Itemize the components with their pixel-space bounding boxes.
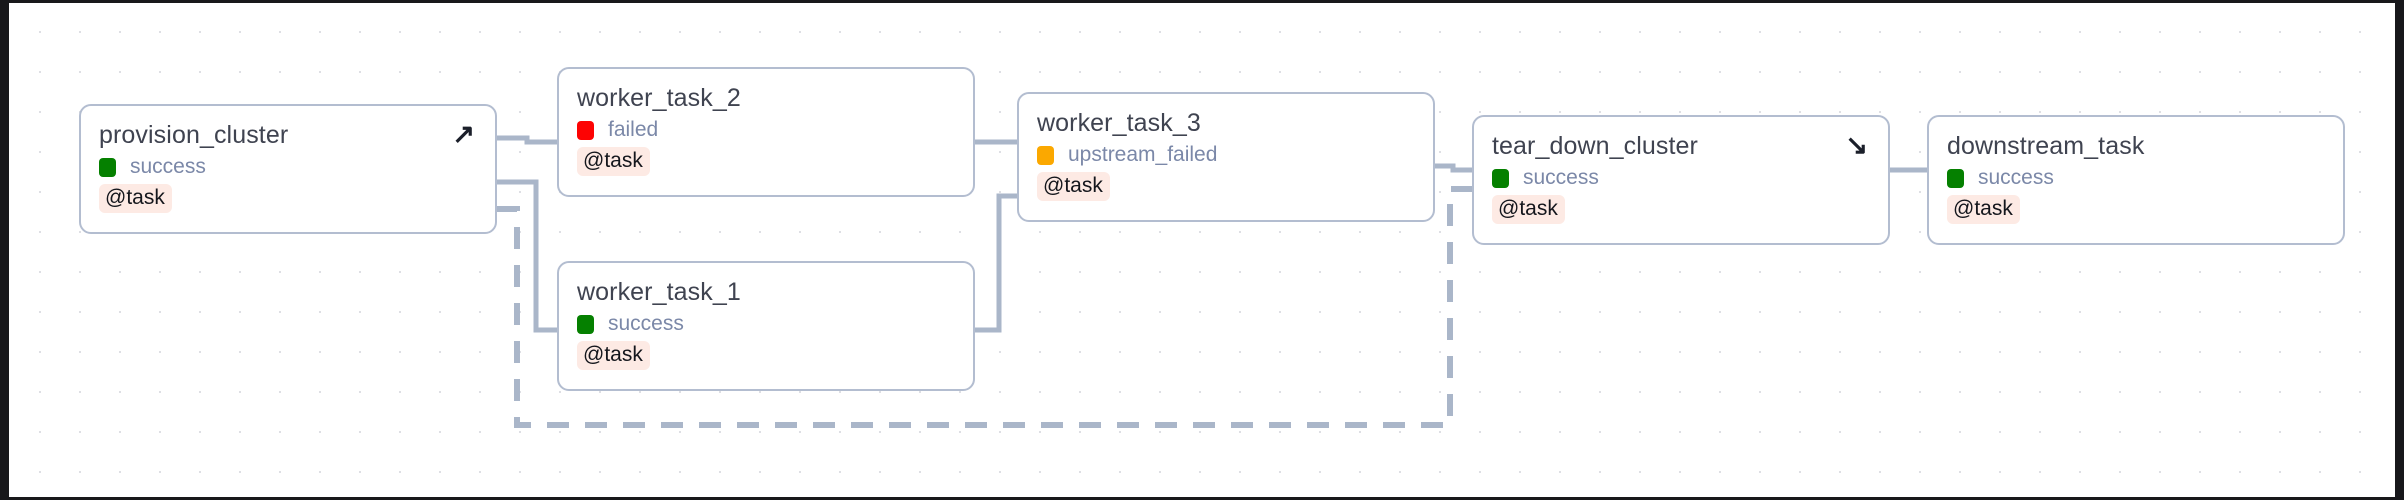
- status-upstream_failed-swatch-icon: [1037, 145, 1054, 165]
- task-tag-row: @task: [1492, 195, 1868, 224]
- task-node-header: downstream_task: [1947, 131, 2323, 161]
- task-operator-badge: @task: [1492, 195, 1565, 224]
- status-success-swatch-icon: [577, 314, 594, 334]
- status-success-swatch-icon: [1947, 168, 1964, 188]
- task-node-header: provision_cluster ↗: [99, 120, 475, 150]
- task-tag-row: @task: [1947, 195, 2323, 224]
- task-operator-badge: @task: [577, 147, 650, 176]
- task-tag-row: @task: [577, 341, 953, 370]
- task-status-row: failed: [577, 118, 953, 142]
- task-node-title: provision_cluster: [99, 121, 289, 149]
- task-operator-badge: @task: [577, 341, 650, 370]
- status-failed-swatch-icon: [577, 120, 594, 140]
- task-status-label: failed: [608, 118, 659, 141]
- task-node-title: worker_task_3: [1037, 109, 1201, 137]
- task-operator-badge: @task: [1037, 172, 1110, 201]
- task-status-row: success: [1492, 166, 1868, 190]
- task-status-label: success: [1978, 166, 2054, 189]
- task-operator-badge: @task: [1947, 195, 2020, 224]
- status-success-swatch-icon: [1492, 168, 1509, 188]
- task-node-tear_down_cluster[interactable]: tear_down_cluster ↘ success @task: [1472, 115, 1890, 245]
- task-node-worker_task_3[interactable]: worker_task_3 upstream_failed @task: [1017, 92, 1435, 222]
- task-status-row: success: [99, 155, 475, 179]
- arrow-down-right-icon[interactable]: ↘: [1845, 130, 1868, 160]
- task-status-label: success: [1523, 166, 1599, 189]
- task-node-header: tear_down_cluster ↘: [1492, 131, 1868, 161]
- task-operator-badge: @task: [99, 184, 172, 213]
- task-status-row: upstream_failed: [1037, 143, 1413, 167]
- task-status-label: success: [608, 312, 684, 335]
- task-node-title: worker_task_2: [577, 84, 741, 112]
- status-success-swatch-icon: [99, 157, 116, 177]
- task-node-provision_cluster[interactable]: provision_cluster ↗ success @task: [79, 104, 497, 234]
- task-node-title: tear_down_cluster: [1492, 132, 1698, 160]
- task-node-title: worker_task_1: [577, 278, 741, 306]
- task-node-header: worker_task_3: [1037, 108, 1413, 138]
- task-status-row: success: [1947, 166, 2323, 190]
- task-status-label: success: [130, 155, 206, 178]
- task-node-title: downstream_task: [1947, 132, 2145, 160]
- task-tag-row: @task: [99, 184, 475, 213]
- task-node-header: worker_task_2: [577, 83, 953, 113]
- grid-background: [9, 3, 2395, 497]
- task-tag-row: @task: [1037, 172, 1413, 201]
- task-status-label: upstream_failed: [1068, 143, 1218, 166]
- task-node-header: worker_task_1: [577, 277, 953, 307]
- task-tag-row: @task: [577, 147, 953, 176]
- arrow-up-right-icon[interactable]: ↗: [452, 119, 475, 149]
- task-status-row: success: [577, 312, 953, 336]
